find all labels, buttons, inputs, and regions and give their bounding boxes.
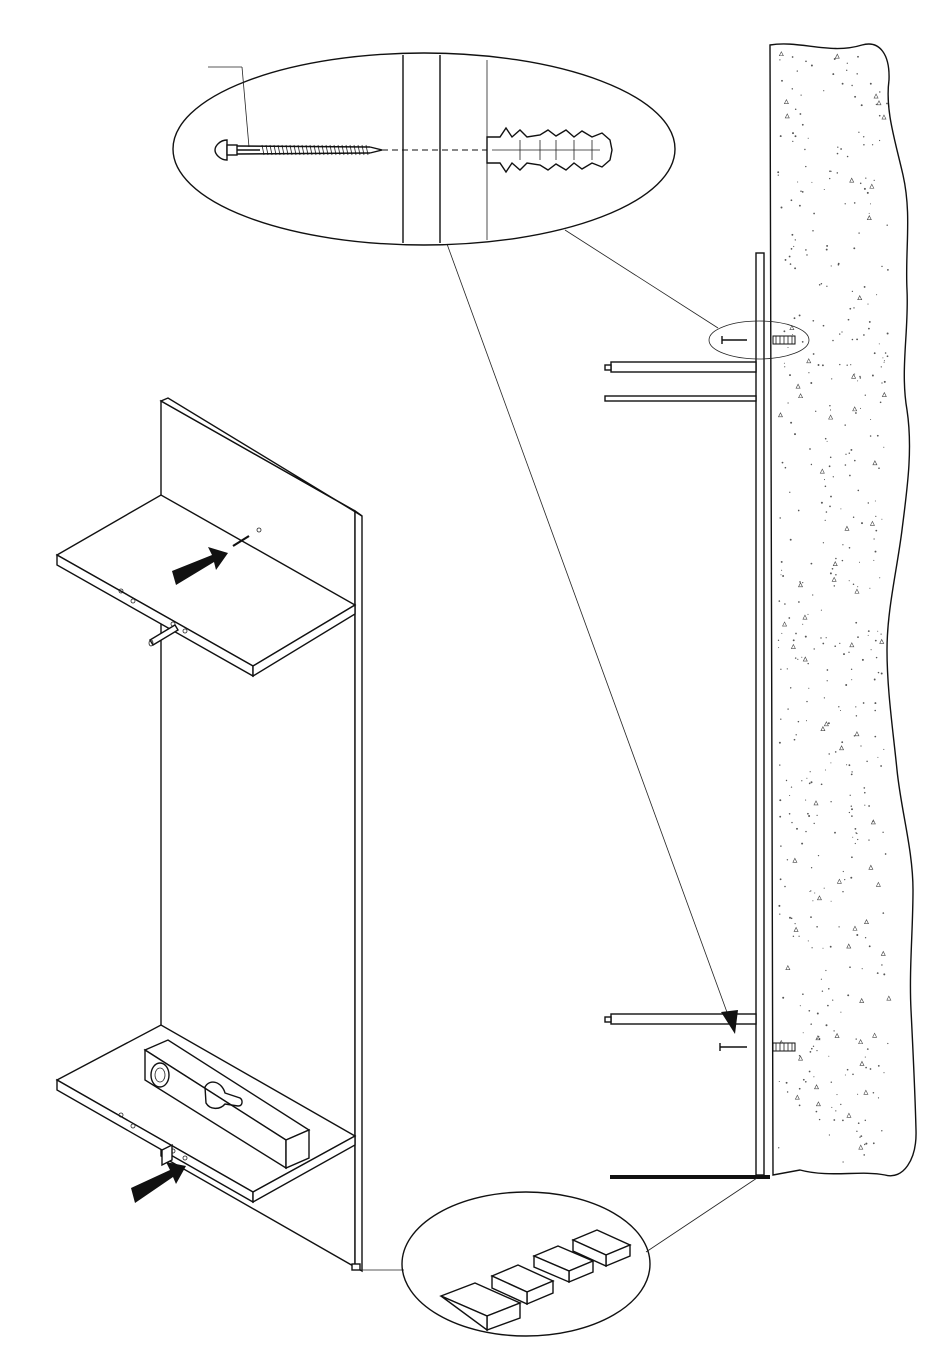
shims-detail (402, 1178, 757, 1336)
wall-screw (215, 140, 487, 160)
direction-arrow-lower (131, 1162, 186, 1203)
wall-texture (777, 52, 891, 1163)
wall (770, 44, 916, 1176)
back-panel-side (756, 253, 764, 1175)
hook-rod-side-upper (605, 362, 756, 372)
screw-and-plug-detail (173, 53, 718, 328)
wall-plug (487, 128, 612, 172)
shims (441, 1230, 630, 1330)
upper-shelf-side (605, 396, 756, 401)
perspective-view (57, 398, 404, 1271)
side-view (447, 244, 809, 1177)
